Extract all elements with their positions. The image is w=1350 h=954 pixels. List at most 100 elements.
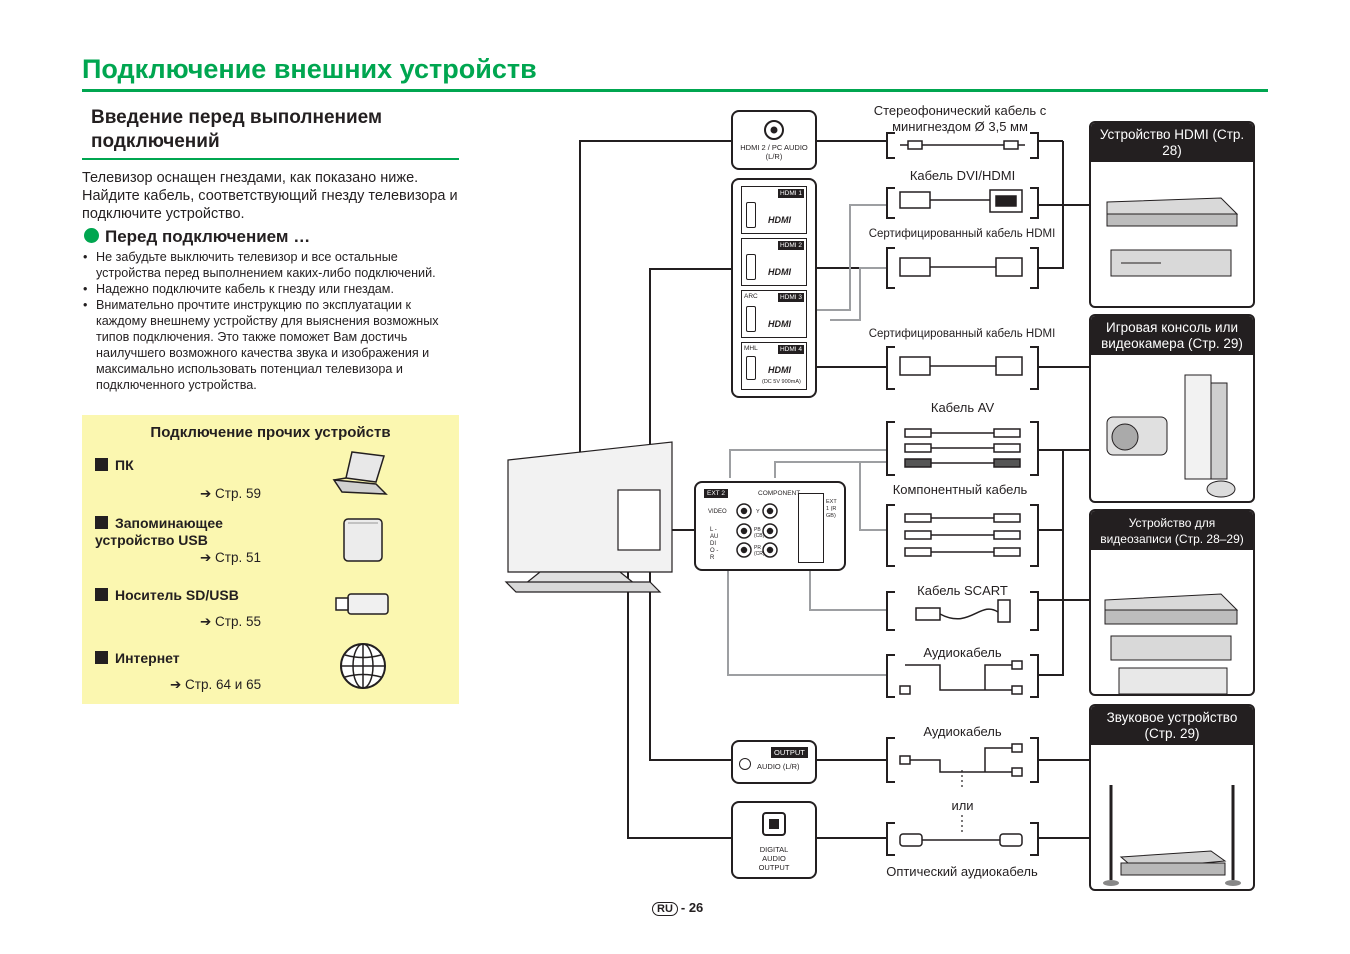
scart-cable-icon <box>915 599 1011 623</box>
component-label: COMPONENT <box>758 490 801 497</box>
cable-label-audio: Аудиокабель <box>923 724 1002 739</box>
page-reference: ➔ Стр. 51 <box>200 550 262 565</box>
page-footer: RU- 26 <box>652 900 703 916</box>
dvi-hdmi-cable-icon <box>899 189 1023 213</box>
laptop-icon <box>332 451 388 495</box>
usb-stick-icon <box>335 593 389 615</box>
jack-label-y: Y <box>756 509 760 515</box>
optical-cable-icon <box>899 833 1023 847</box>
cable-label-dvi-hdmi: Кабель DVI/HDMI <box>909 168 1016 183</box>
cable-label-certified-hdmi: Сертифицированный кабель HDMI <box>868 328 1056 340</box>
stereo-minijack-cable-icon <box>900 140 1025 150</box>
device-box-title: Устройство HDMI (Стр. 28) <box>1091 123 1253 162</box>
before-connecting-heading: Перед подключением … <box>84 227 310 247</box>
minijack-socket-icon <box>739 758 751 770</box>
hdmi-socket-icon <box>746 356 756 380</box>
scart-socket-icon <box>798 493 824 563</box>
hdmi-logo: HDMI <box>768 319 791 329</box>
hdmi-tag: HDMI 3 <box>777 293 804 302</box>
other-devices-panel <box>82 415 459 704</box>
pc-audio-port: HDMI 2 / PC AUDIO (L/R) <box>731 110 817 170</box>
video-label: VIDEO <box>708 509 727 515</box>
hdmi-socket-icon <box>746 254 756 280</box>
hdmi-port-panel: HDMI 1 HDMI HDMI 2 HDMI ARC HDMI 3 HDMI … <box>731 178 817 398</box>
precaution-list: Не забудьте выключить телевизор и все ос… <box>82 249 452 393</box>
square-bullet-icon <box>95 651 108 664</box>
hdmi-socket-icon <box>746 306 756 332</box>
av-component-scart-panel: EXT 2 COMPONENT VIDEO L - AUDIO - R Y PB… <box>694 481 846 571</box>
cable-label-optical: Оптический аудиокабель <box>886 864 1038 879</box>
digital-audio-line: DIGITAL <box>759 845 789 854</box>
cable-label-scart: Кабель SCART <box>917 583 1008 598</box>
audio-output-port: OUTPUT AUDIO (L/R) <box>731 740 817 784</box>
cable-label-audio: Аудиокабель <box>923 645 1002 660</box>
usb-drive-icon <box>343 518 383 562</box>
or-label: или <box>951 798 974 813</box>
cable-brackets <box>886 132 1039 856</box>
audio-lr-label: L - AUDIO - R <box>710 527 719 561</box>
minijack-socket-icon <box>764 120 784 140</box>
console-camcorder-icon <box>1106 374 1236 498</box>
cable-label-av: Кабель AV <box>930 400 995 415</box>
device-label: Интернет <box>115 650 180 666</box>
device-sd-usb: Носитель SD/USB <box>95 587 239 603</box>
rca-jacks-icon <box>736 503 778 558</box>
device-usb-storage: Запоминающее устройство USB <box>95 515 265 549</box>
square-bullet-icon <box>95 458 108 471</box>
device-label: ПК <box>115 457 134 473</box>
list-item: Внимательно прочтите инструкцию по экспл… <box>82 297 452 393</box>
page-title: Подключение внешних устройств <box>82 54 537 84</box>
digital-audio-line: OUTPUT <box>758 863 790 872</box>
output-tag: OUTPUT <box>771 747 808 758</box>
audio-output-label: AUDIO (L/R) <box>757 762 800 771</box>
intro-text: Телевизор оснащен гнездами, как показано… <box>82 170 458 222</box>
digital-audio-label: DIGITAL AUDIO OUTPUT <box>733 845 815 872</box>
device-box-title: Звуковое устройство (Стр. 29) <box>1091 706 1253 745</box>
square-bullet-icon <box>95 588 108 601</box>
section-title: Введение перед выполнением подключений <box>91 107 383 152</box>
green-bullet-icon <box>84 228 99 243</box>
hdmi-logo: HDMI <box>768 267 791 277</box>
pc-audio-label: HDMI 2 / PC AUDIO (L/R) <box>740 143 808 161</box>
hdmi-logo: HDMI <box>768 365 791 375</box>
device-pc: ПК <box>95 457 134 473</box>
device-box-game-camera: Игровая консоль или видеокамера (Стр. 29… <box>1089 314 1255 503</box>
ext1-label: EXT 1 (RGB) <box>826 499 837 519</box>
media-players-icon <box>1106 197 1239 277</box>
device-box-audio: Звуковое устройство (Стр. 29) <box>1089 704 1255 891</box>
mhl-spec: (DC 5V 900mA) <box>762 379 801 385</box>
hdmi-logo: HDMI <box>768 215 791 225</box>
sound-system-icon <box>1103 785 1241 886</box>
hdmi-port-1: HDMI 1 HDMI <box>741 186 807 234</box>
device-box-recorder: Устройство для видеозаписи (Стр. 28–29) <box>1089 509 1255 696</box>
digital-audio-line: AUDIO <box>762 854 786 863</box>
cable-label-component: Компонентный кабель <box>892 482 1028 497</box>
page-number: - 26 <box>680 900 704 915</box>
jack-label-pb: PB (CB) <box>754 527 765 539</box>
tv-rear-icon <box>504 441 673 593</box>
device-label: Носитель SD/USB <box>115 587 239 603</box>
hdmi-port-2: HDMI 2 HDMI <box>741 238 807 286</box>
other-devices-title: Подключение прочих устройств <box>150 424 391 441</box>
hdmi-tag: HDMI 1 <box>777 189 804 198</box>
device-box-title: Устройство для видеозаписи (Стр. 28–29) <box>1091 511 1253 550</box>
device-box-title: Игровая консоль или видеокамера (Стр. 29… <box>1091 316 1253 355</box>
device-box-hdmi: Устройство HDMI (Стр. 28) <box>1089 121 1255 308</box>
page-reference: ➔ Стр. 55 <box>200 614 262 629</box>
device-internet: Интернет <box>95 650 180 666</box>
jack-label-pr: PR (CR) <box>754 545 765 557</box>
ext2-tag: EXT 2 <box>704 489 728 498</box>
hdmi-cable-icon <box>899 257 1023 376</box>
recorders-icon <box>1104 593 1239 694</box>
list-item: Не забудьте выключить телевизор и все ос… <box>82 249 452 281</box>
before-connecting-label: Перед подключением … <box>105 227 311 246</box>
mhl-label: MHL <box>744 345 758 352</box>
section-divider <box>82 158 459 160</box>
digital-audio-output-port: DIGITAL AUDIO OUTPUT <box>731 801 817 879</box>
cable-label-stereo: Стереофонический кабель с минигнездом Ø … <box>873 103 1047 134</box>
hdmi-tag: HDMI 2 <box>777 241 804 250</box>
device-label: Запоминающее устройство USB <box>95 515 223 548</box>
av-cable-icon <box>904 428 1021 468</box>
square-bullet-icon <box>95 516 108 529</box>
